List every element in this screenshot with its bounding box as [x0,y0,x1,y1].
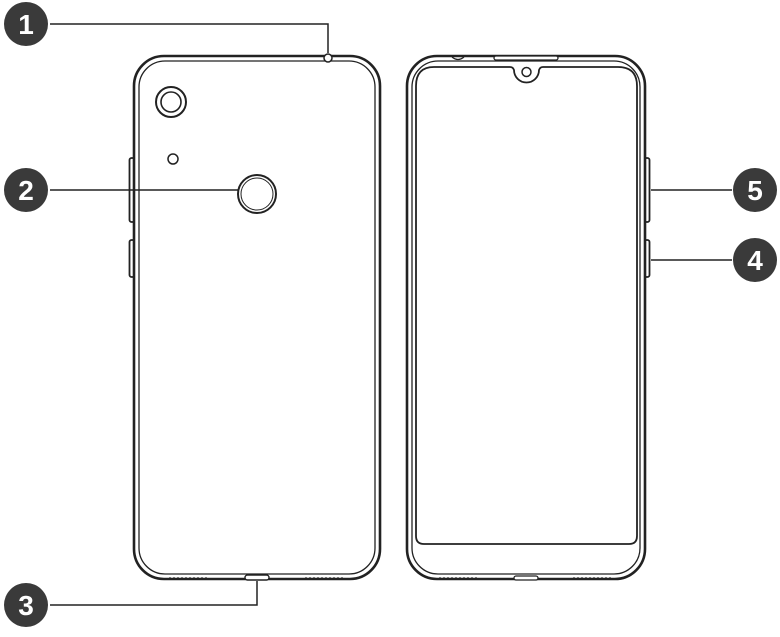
callout-2: 2 [4,168,239,212]
rear-camera [155,86,187,118]
callout-1: 1 [4,2,329,53]
callout-3: 3 [4,581,258,627]
back-body-outer [132,54,382,581]
display-screen [415,66,638,545]
callout-3-number: 3 [18,590,34,621]
front-body-inner [411,60,641,575]
phone-back-view [128,53,382,581]
callout-5-badge [733,168,777,212]
callout-1-badge [4,2,48,46]
front-bottom-port [513,575,539,581]
bottom-port [244,574,270,581]
callout-1-number: 1 [18,9,34,40]
callout-1-leader [50,23,329,53]
front-speaker-grille-left [439,577,477,580]
fingerprint-sensor [237,174,277,214]
phone-front-view [405,54,651,581]
rear-flash [167,153,179,165]
callout-3-badge [4,583,48,627]
callout-4-number: 4 [747,245,763,276]
callout-2-badge [4,168,48,212]
top-microphone [323,53,333,63]
callout-4-badge [733,238,777,282]
back-body-inner [138,60,376,575]
back-speaker-grille-right [305,577,343,580]
callout-5-number: 5 [747,175,763,206]
callout-4: 4 [651,238,777,282]
front-speaker-grille-right [573,577,611,580]
callout-2-number: 2 [18,175,34,206]
front-top-detail [451,56,465,61]
earpiece [493,55,559,61]
back-speaker-grille-left [169,577,207,580]
callout-5: 5 [651,168,777,212]
callout-3-leader [50,581,258,606]
front-camera [521,66,532,78]
